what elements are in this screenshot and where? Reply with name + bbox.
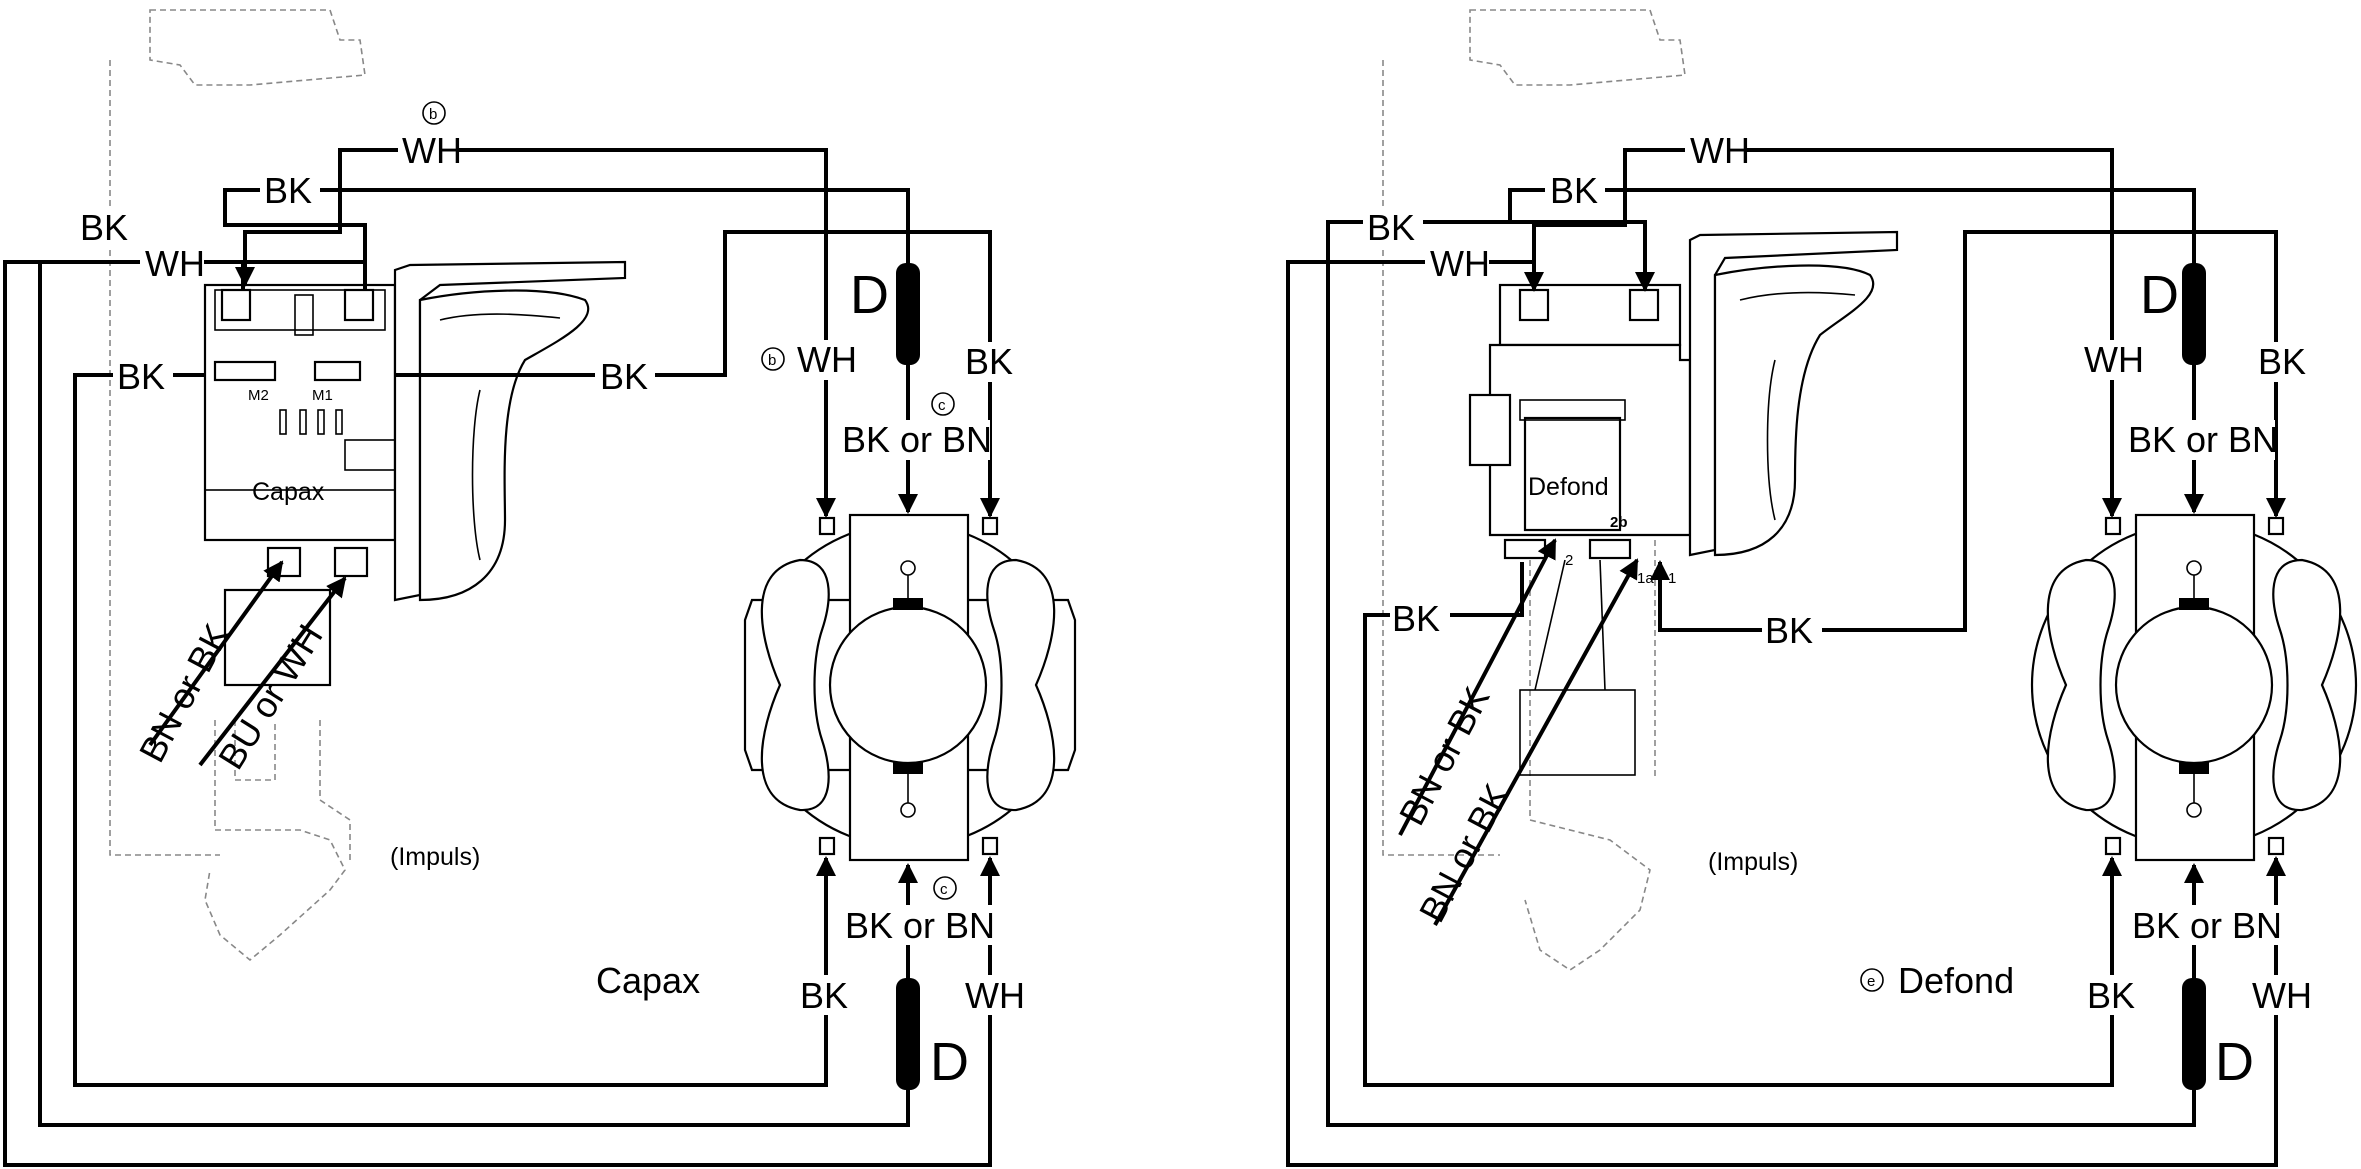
diagram-caption-defond: Defond	[1898, 960, 2014, 1001]
wire-label-bk-motor-bottom: BK	[800, 975, 848, 1016]
wire-label-bk-mid-left: BK	[117, 356, 165, 397]
wire-label-bk-or-bn-bottom-right: BK or BN	[2132, 905, 2282, 946]
wire-label-bk-mid-right: BK	[600, 356, 648, 397]
terminal-1a-label: 1a	[1637, 570, 1654, 587]
suppressor-d-bottom-right-label: D	[2215, 1032, 2254, 1092]
trigger	[393, 260, 627, 602]
wire-label-bk-right-right: BK	[1765, 610, 1813, 651]
marker-b-1: b	[429, 106, 437, 123]
wire-label-bk-top: BK	[264, 170, 312, 211]
wire-label-wh-top: WH	[402, 130, 462, 171]
wire-label-wh-outer: WH	[145, 243, 205, 284]
wire-label-bk-or-bn-top: BK or BN	[842, 419, 992, 460]
wire-label-bk-motor-top: BK	[965, 341, 1013, 382]
motor-right	[2030, 513, 2358, 862]
wire-label-bk-left-right: BK	[1392, 598, 1440, 639]
marker-e-label: e	[1867, 973, 1875, 990]
wire-label-wh-outer-right: WH	[1430, 243, 1490, 284]
terminal-1-label: 1	[1668, 570, 1676, 587]
wire-label-bk-or-bn-bottom: BK or BN	[845, 905, 995, 946]
terminal-m1-label: M1	[312, 387, 333, 404]
defond-switch-label: Defond	[1528, 473, 1609, 501]
impuls-label-right: (Impuls)	[1708, 848, 1798, 876]
terminal-2b-label: 2b	[1610, 514, 1628, 531]
suppressor-d-bottom: D	[896, 978, 969, 1092]
wire-label-bk-outer: BK	[80, 207, 128, 248]
capax-diagram: Capax M2 M1	[3, 9, 1077, 1167]
marker-b-2: b	[768, 352, 776, 369]
wire-label-wh-motor-top: WH	[797, 339, 857, 380]
wire-label-wh-top-right: WH	[1690, 130, 1750, 171]
capax-markers: b b c c	[422, 101, 957, 900]
wire-label-wh-motor-bottom: WH	[965, 975, 1025, 1016]
capax-switch-label: Capax	[252, 478, 325, 506]
wire-label-wh-motor-top-right: WH	[2084, 339, 2144, 380]
marker-c-1: c	[938, 397, 946, 414]
suppressor-d-top-right: D	[2140, 263, 2206, 365]
wire-label-bk-or-bn-top-right: BK or BN	[2128, 419, 2278, 460]
impuls-label: (Impuls)	[390, 843, 480, 871]
trigger-right	[1688, 230, 1899, 557]
wire-label-bk-motor-top-right: BK	[2258, 341, 2306, 382]
suppressor-d-top-right-label: D	[2140, 265, 2179, 325]
wire-label-wh-motor-bottom-right: WH	[2252, 975, 2312, 1016]
suppressor-d-top-label: D	[850, 265, 889, 325]
terminal-m2-label: M2	[248, 387, 269, 404]
wire-label-bk-top-right: BK	[1550, 170, 1598, 211]
motor	[743, 513, 1077, 862]
wire-label-bk-outer-right: BK	[1367, 207, 1415, 248]
suppressor-d-bottom-label: D	[930, 1032, 969, 1092]
terminal-2-label: 2	[1565, 552, 1573, 569]
marker-e	[1860, 968, 1884, 992]
suppressor-d-top: D	[850, 263, 920, 365]
tool-housing-outline	[109, 9, 366, 962]
capax-wire-labels: WH BK BK WH BK BK WH BK BK or BN BK or B…	[75, 130, 1025, 1016]
suppressor-d-bottom-right: D	[2182, 978, 2254, 1092]
defond-wires	[1286, 148, 2286, 1167]
tool-housing-outline-right	[1382, 9, 1686, 971]
wire-label-bk-motor-bottom-right: BK	[2087, 975, 2135, 1016]
marker-c-2: c	[940, 881, 948, 898]
defond-diagram: Defond 2b 2 1a 1	[1286, 9, 2358, 1167]
defond-switch: Defond 2b 2 1a 1	[1468, 283, 1692, 776]
diagram-caption-capax: Capax	[596, 960, 700, 1001]
